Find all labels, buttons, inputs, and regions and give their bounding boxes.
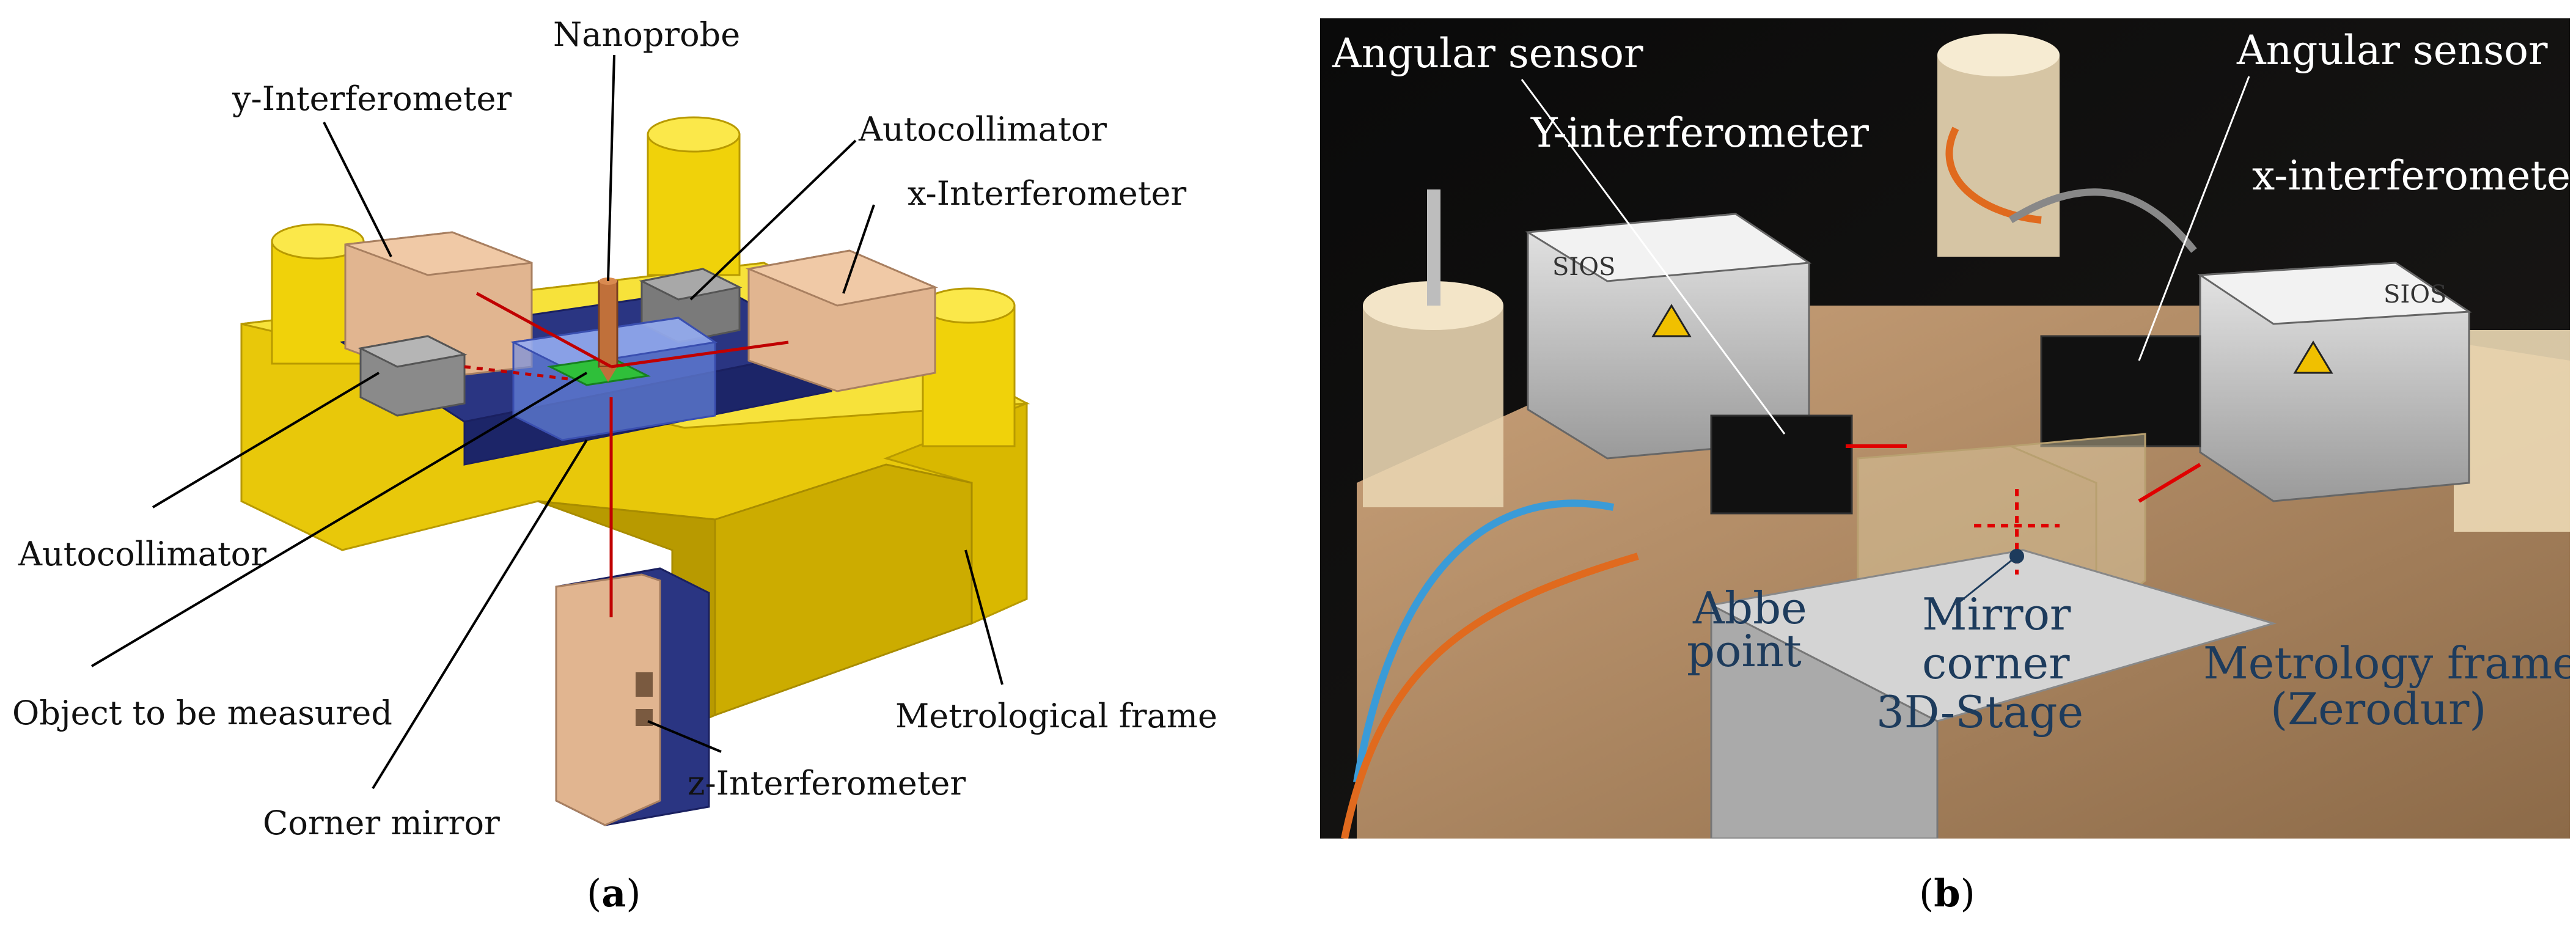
x-interferometer-box <box>745 249 939 392</box>
label-abbe-2: point <box>1687 625 1802 677</box>
label-mirror-corner-2: corner <box>1922 637 2070 689</box>
panel-b-photo: SIOS SIOS <box>1320 18 2570 839</box>
label-mirror-corner-1: Mirror <box>1922 589 2071 640</box>
leader-lines <box>90 54 1004 790</box>
brand-right: SIOS <box>2383 281 2446 309</box>
label-x-interferometer-b: x-interferometer <box>2252 152 2570 199</box>
brand-left: SIOS <box>1552 253 1615 281</box>
stage-body <box>1710 603 1939 839</box>
label-metrology-frame-2: (Zerodur) <box>2270 683 2486 735</box>
label-autocollimator-top: Autocollimator <box>858 110 1107 149</box>
cables <box>1341 127 2197 839</box>
schematic-drawing: Nanoprobe y-Interferometer Autocollimato… <box>12 15 1217 842</box>
label-3d-stage: 3D-Stage <box>1876 686 2083 738</box>
label-autocollimator-left: Autocollimator <box>18 535 266 573</box>
photo-leader-lines <box>1521 76 2250 606</box>
label-nanoprobe: Nanoprobe <box>553 15 740 54</box>
z-interferometer-box <box>555 567 710 826</box>
x-interferometer-unit: SIOS <box>2197 262 2472 502</box>
laser-beams <box>464 292 789 617</box>
label-angular-sensor-right: Angular sensor <box>2236 27 2548 74</box>
angular-sensor-right-block <box>2040 335 2201 447</box>
label-corner-mirror: Corner mirror <box>263 804 500 842</box>
y-interferometer-unit: SIOS <box>1525 213 1812 460</box>
angular-sensor-left-block <box>1710 414 1853 515</box>
panel-a-schematic: Nanoprobe y-Interferometer Autocollimato… <box>0 0 1283 929</box>
label-z-interferometer: z-Interferometer <box>688 764 966 802</box>
label-y-interferometer: y-Interferometer <box>232 79 512 118</box>
label-object: Object to be measured <box>12 694 392 732</box>
label-metrological-frame: Metrological frame <box>895 697 1217 735</box>
photo-illustration: SIOS SIOS <box>1320 18 2570 839</box>
pillars <box>1363 34 2570 532</box>
label-y-interferometer-b: Y-interferometer <box>1530 109 1869 156</box>
caption-a: (a) <box>587 871 641 916</box>
caption-b: (b) <box>1919 871 1975 916</box>
label-angular-sensor-left: Angular sensor <box>1332 30 1643 77</box>
label-abbe-1: Abbe <box>1692 582 1807 634</box>
label-metrology-frame-1: Metrology frame <box>2203 637 2570 689</box>
autocollimator-left-box <box>358 335 468 417</box>
label-x-interferometer: x-Interferometer <box>908 174 1186 213</box>
